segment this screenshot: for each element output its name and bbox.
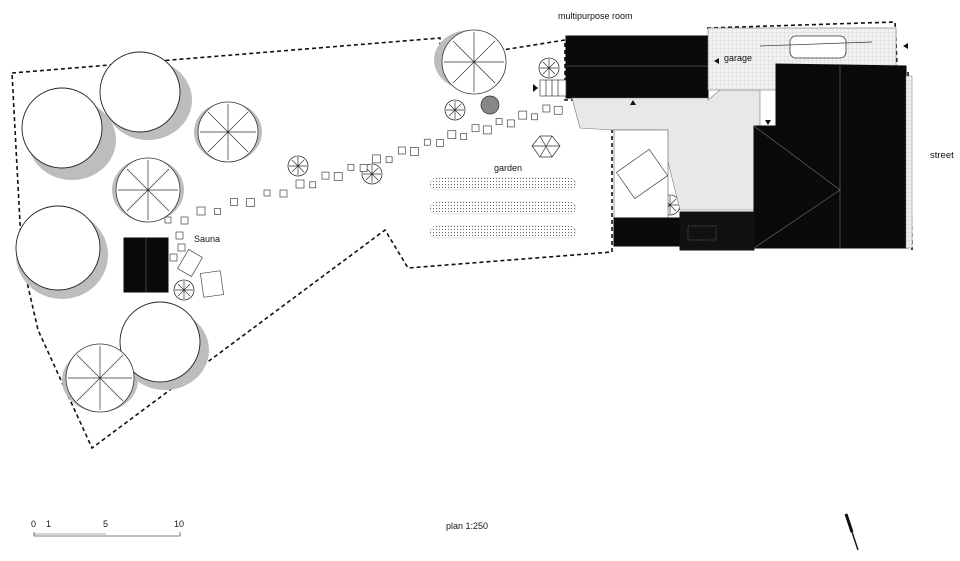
stepping-stone bbox=[279, 189, 288, 198]
stepping-stone bbox=[495, 118, 503, 125]
leafy-tree-icons bbox=[65, 29, 507, 413]
outbuilding-strip bbox=[613, 217, 681, 247]
multipurpose-room-label: multipurpose room bbox=[558, 11, 633, 21]
stepping-stone bbox=[385, 156, 393, 164]
sauna-label: Sauna bbox=[194, 234, 220, 244]
north-arrow-icon bbox=[844, 513, 859, 551]
stepping-stone bbox=[347, 163, 355, 171]
entry-arrow-icons bbox=[533, 43, 908, 125]
round-planter bbox=[480, 95, 500, 115]
stepping-stone bbox=[460, 133, 467, 140]
stepping-stone bbox=[423, 138, 431, 146]
scale-tick-5: 5 bbox=[103, 519, 108, 529]
stepping-stone bbox=[169, 253, 178, 262]
scale-bar: 0 1 5 10 bbox=[31, 519, 184, 537]
stepping-stone bbox=[447, 130, 457, 140]
stepping-stone bbox=[410, 147, 419, 156]
stepping-stone bbox=[177, 243, 186, 252]
stepping-stone bbox=[372, 154, 381, 164]
shed bbox=[679, 211, 755, 251]
parked-car bbox=[789, 35, 847, 59]
entry-steps bbox=[539, 79, 567, 97]
stepping-stone bbox=[531, 113, 538, 121]
stepping-stone bbox=[333, 172, 343, 181]
stepping-stone bbox=[436, 139, 444, 147]
stepping-stone bbox=[397, 146, 406, 155]
stepping-stone bbox=[164, 216, 172, 224]
stepping-stone bbox=[542, 104, 551, 113]
stepping-stone bbox=[321, 171, 330, 180]
garden-label: garden bbox=[494, 163, 522, 173]
sauna-mat bbox=[200, 270, 224, 298]
stepping-stone bbox=[359, 164, 368, 172]
garden-beds bbox=[429, 177, 577, 239]
scale-tick-10: 10 bbox=[174, 519, 184, 529]
plan-caption: plan 1:250 bbox=[446, 521, 488, 531]
stepping-stone bbox=[263, 189, 271, 197]
stepping-stone bbox=[246, 198, 255, 207]
stepping-stone bbox=[196, 206, 206, 216]
scale-tick-0: 0 bbox=[31, 519, 36, 529]
stepping-stone bbox=[518, 110, 528, 120]
street-label: street bbox=[930, 150, 954, 161]
stepping-stone bbox=[482, 125, 492, 135]
stepping-stone bbox=[471, 124, 480, 133]
stepping-stone bbox=[230, 198, 238, 206]
garage-label: garage bbox=[724, 53, 752, 63]
multipurpose-room-building bbox=[565, 35, 709, 99]
scale-tick-1: 1 bbox=[46, 519, 51, 529]
stepping-stone-path bbox=[164, 104, 563, 262]
stepping-stone bbox=[507, 119, 515, 128]
stepping-stone bbox=[175, 231, 184, 240]
street-edge bbox=[905, 75, 913, 249]
stepping-stone bbox=[214, 208, 221, 215]
main-house bbox=[753, 63, 909, 249]
stepping-stone bbox=[295, 179, 305, 189]
stepping-stone bbox=[180, 216, 189, 225]
stepping-stone bbox=[553, 105, 563, 115]
sauna-bench bbox=[177, 248, 203, 278]
stepping-stone bbox=[309, 181, 317, 189]
dining-table bbox=[615, 148, 669, 200]
